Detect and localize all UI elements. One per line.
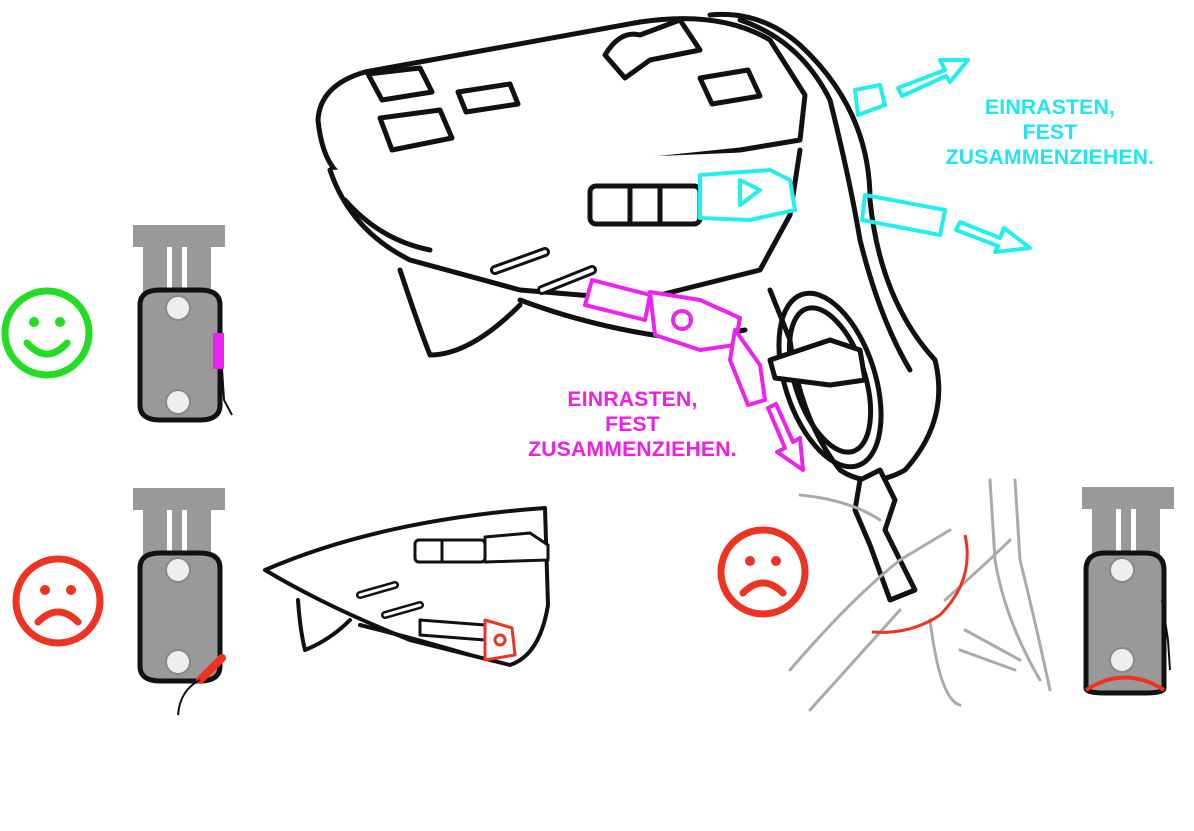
instruction-line: ZUSAMMENZIEHEN. xyxy=(505,437,760,462)
seatpost-detail-wrong-left xyxy=(133,488,225,715)
instruction-line: ZUSAMMENZIEHEN. xyxy=(925,145,1175,170)
sad-face-icon xyxy=(721,530,805,614)
seatpost-detail-correct xyxy=(133,225,232,420)
magenta-arrow xyxy=(768,404,803,470)
cyan-arrow-upper xyxy=(898,60,968,96)
instruction-label-cyan: EINRASTEN, FEST ZUSAMMENZIEHEN. xyxy=(925,95,1175,170)
happy-face-icon xyxy=(5,291,89,375)
bike-frame xyxy=(790,480,1050,710)
small-bag-wrong-buckle xyxy=(485,620,515,660)
instruction-line: FEST xyxy=(925,120,1175,145)
cyan-arrow-lower xyxy=(956,222,1030,252)
seatpost-detail-wrong-right xyxy=(1082,487,1174,693)
instruction-line: EINRASTEN, xyxy=(925,95,1175,120)
sad-face-icon xyxy=(16,559,100,643)
instruction-label-magenta: EINRASTEN, FEST ZUSAMMENZIEHEN. xyxy=(505,387,760,462)
instruction-line: FEST xyxy=(505,412,760,437)
instruction-line: EINRASTEN, xyxy=(505,387,760,412)
